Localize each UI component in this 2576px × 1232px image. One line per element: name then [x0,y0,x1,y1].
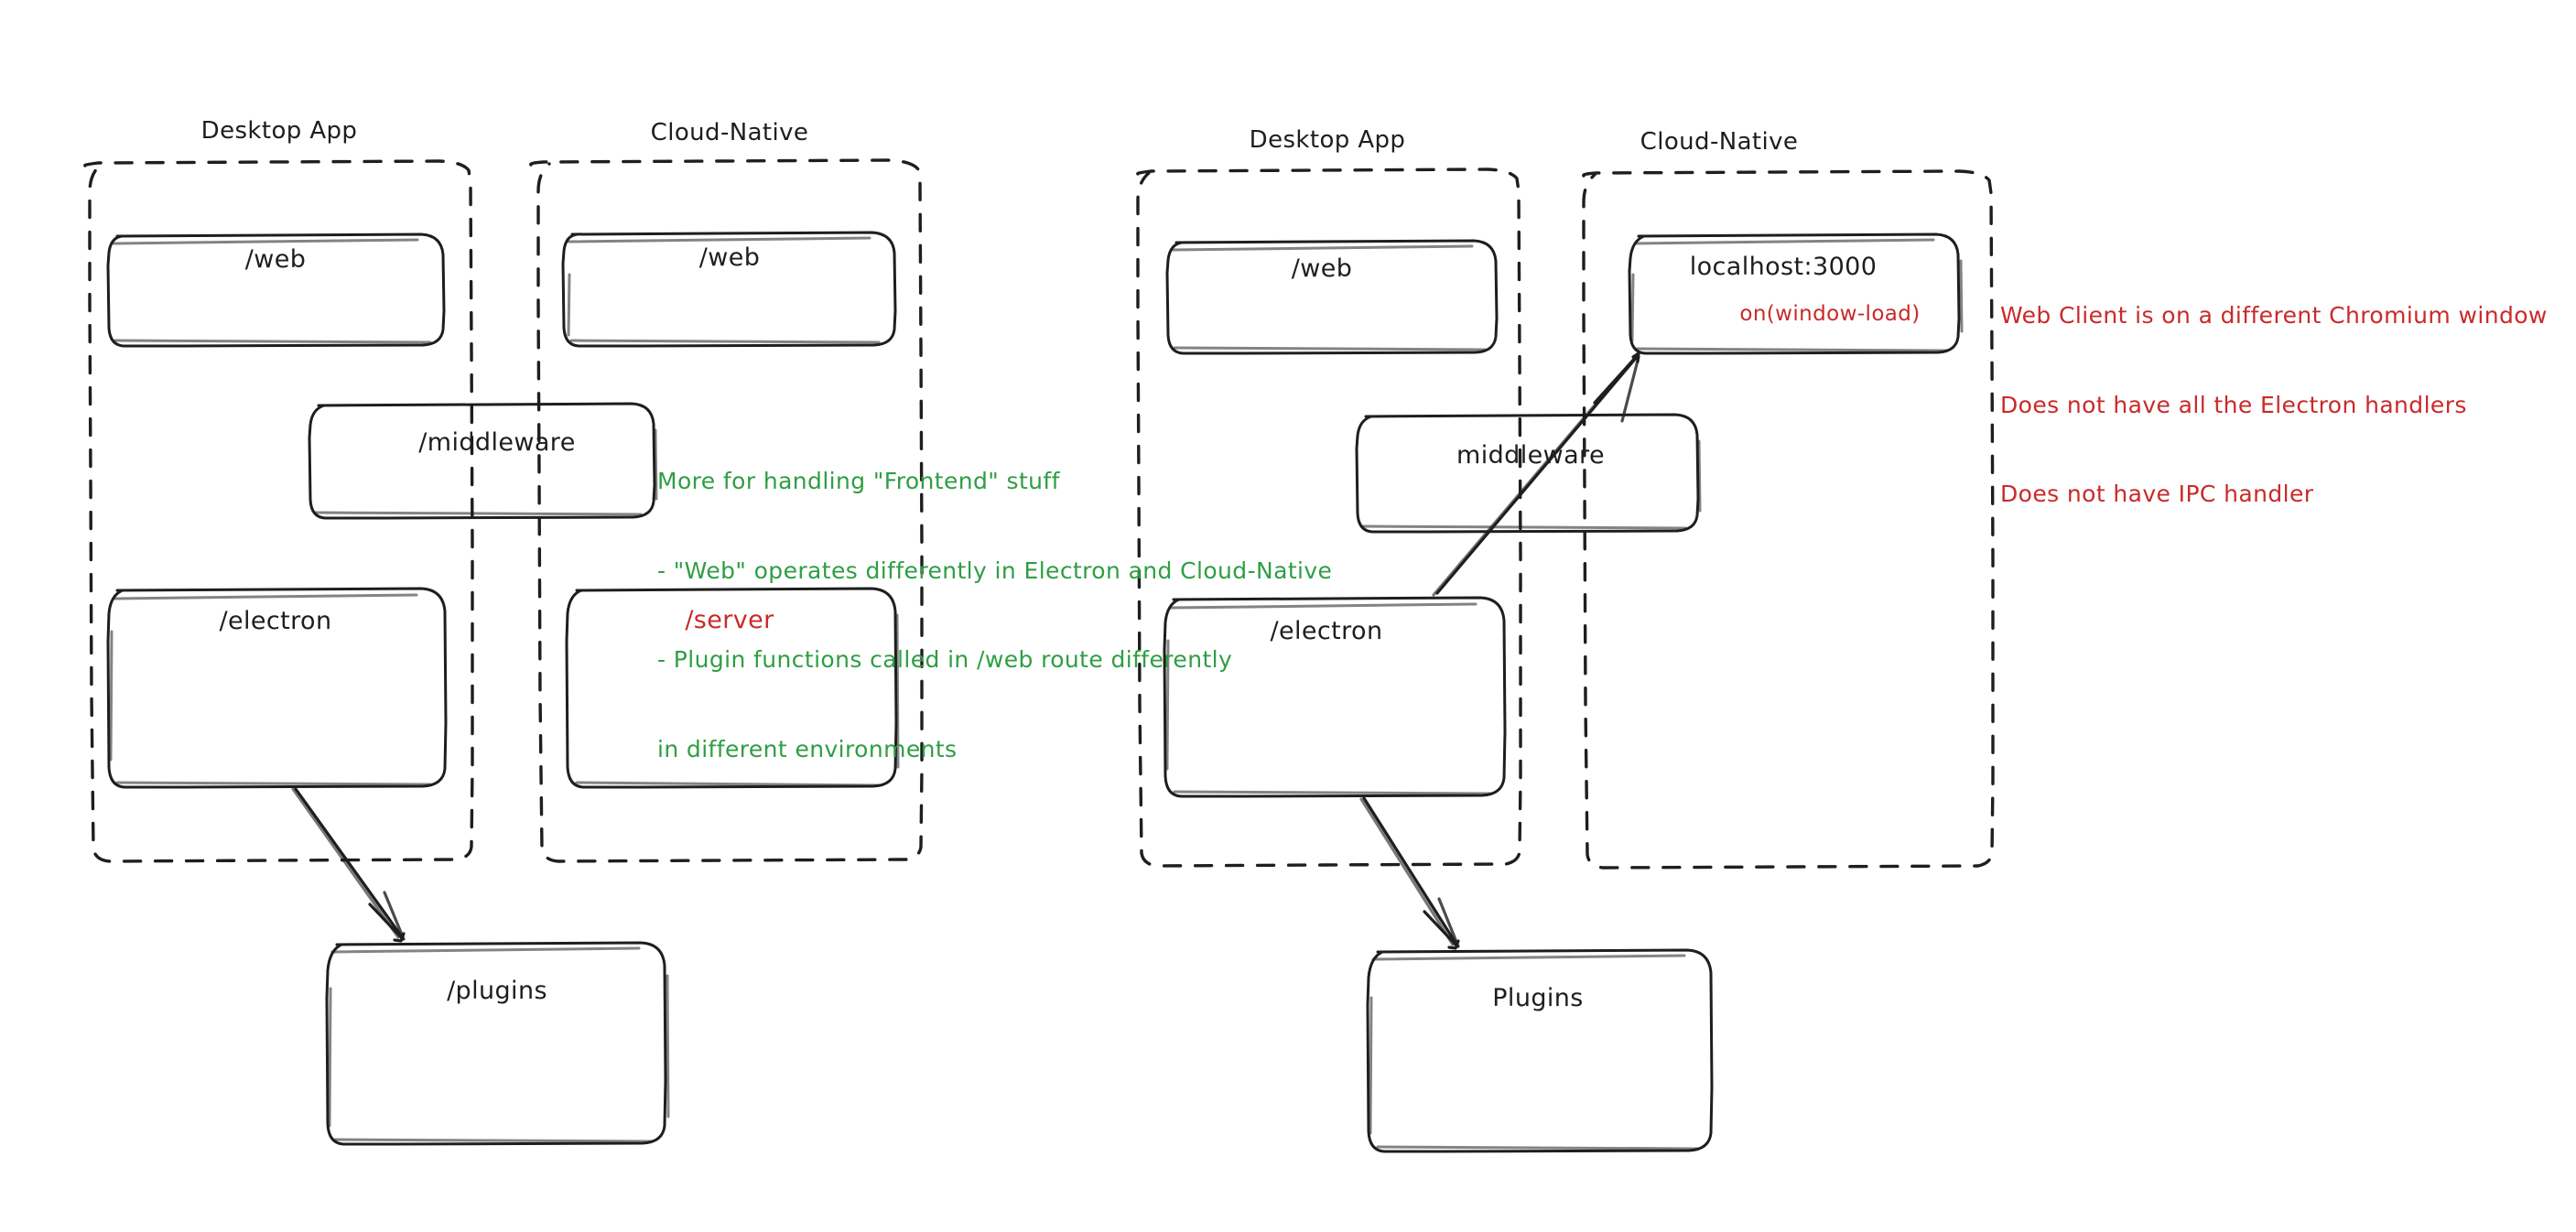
box-label-left-desktop-electron: /electron [219,607,332,635]
box-label-left-middleware: /middleware [418,428,576,457]
group-title-right-cloud-native: Cloud-Native [1640,128,1799,156]
annotation-red-note: Web Client is on a different Chromium wi… [2000,242,2548,569]
annotation-green-note: More for handling "Frontend" stuff - "We… [657,407,1332,824]
box-sublabel-right-localhost-onwindowload: on(window-load) [1739,302,1921,326]
box-label-left-desktop-web: /web [244,245,307,274]
box-left-middleware [308,402,658,520]
group-title-left-desktop-app: Desktop App [200,117,358,145]
annotation-red-line-1: Web Client is on a different Chromium wi… [2000,302,2548,329]
box-label-right-electron: /electron [1270,617,1383,645]
annotation-green-line-4: in different environments [657,735,958,762]
annotation-green-line-1: More for handling "Frontend" stuff [657,468,1060,494]
box-label-right-middleware: middleware [1456,441,1605,470]
box-label-right-plugins: Plugins [1492,984,1584,1012]
annotation-green-line-2: - "Web" operates differently in Electron… [657,557,1333,584]
arrow-left-electron-to-plugins [291,787,406,943]
group-title-left-cloud-native: Cloud-Native [650,119,809,146]
box-right-plugins [1366,948,1714,1153]
annotation-red-line-2: Does not have all the Electron handlers [2000,391,2467,418]
box-label-left-plugins: /plugins [447,977,547,1005]
box-label-right-desktop-web: /web [1291,254,1353,283]
arrow-right-electron-to-localhost [1432,351,1640,597]
box-label-left-cloud-web: /web [698,243,761,272]
annotation-green-line-3: - Plugin functions called in /web route … [657,646,1233,673]
box-right-middleware [1355,413,1702,534]
box-label-left-cloud-server: /server [685,606,774,634]
group-title-right-desktop-app: Desktop App [1249,126,1406,154]
arrow-right-electron-to-plugins [1359,796,1460,950]
box-label-right-localhost: localhost:3000 [1689,253,1878,281]
annotation-red-line-3: Does not have IPC handler [2000,481,2314,507]
box-left-plugins [325,941,670,1146]
